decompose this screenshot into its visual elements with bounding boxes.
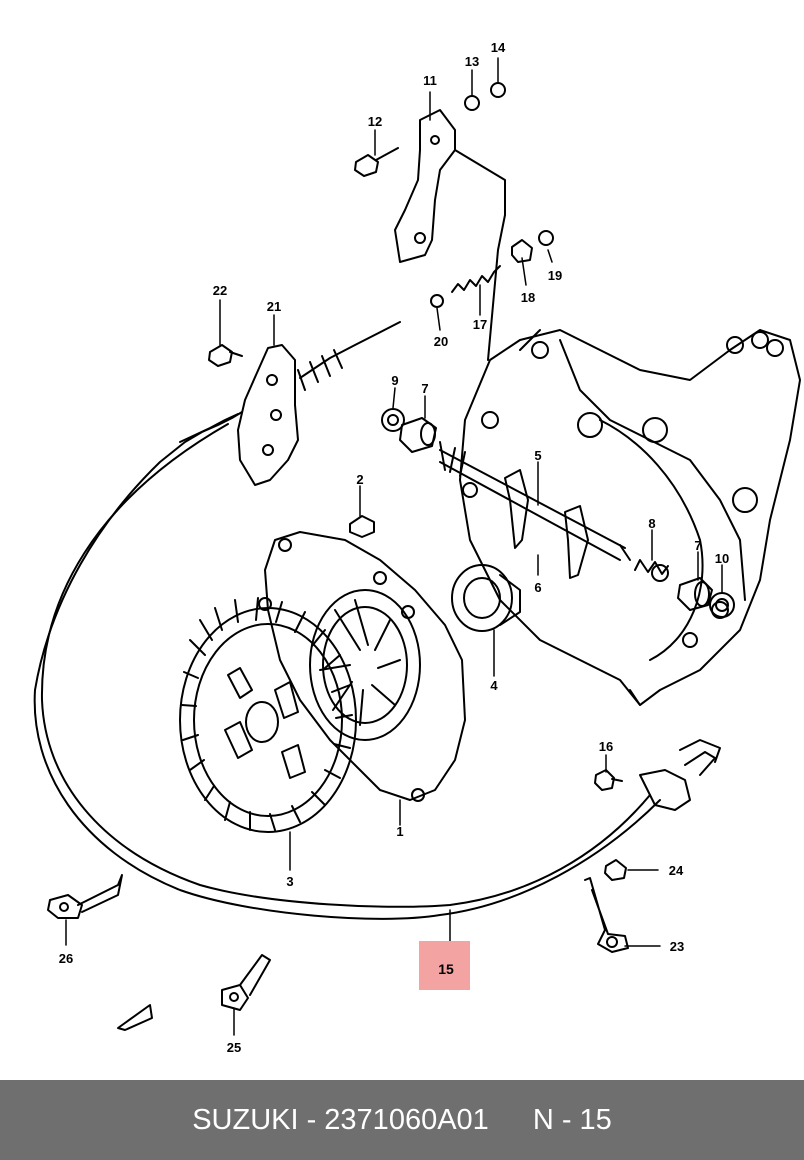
callout-23: 23 [670, 939, 684, 954]
pressure-plate [258, 531, 466, 802]
callout-14: 14 [491, 40, 506, 55]
bolt-16 [594, 769, 623, 791]
callout-7-lower: 7 [694, 538, 701, 553]
callout-3: 3 [286, 874, 293, 889]
callout-13: 13 [465, 54, 479, 69]
bushing-18 [511, 239, 533, 263]
callout-7-upper: 7 [421, 381, 428, 396]
reference-text: N - 15 [532, 1103, 612, 1136]
callout-10: 10 [715, 551, 729, 566]
bolt-24 [604, 859, 627, 881]
bushing-7-lower [677, 577, 713, 611]
spring-8 [634, 559, 669, 582]
nut-14 [490, 82, 506, 98]
bracket-21 [237, 344, 299, 486]
spring-17 [451, 265, 501, 293]
callout-19: 19 [548, 268, 562, 283]
bolt-2 [349, 515, 375, 538]
clip-25 [221, 954, 271, 1011]
callout-5: 5 [534, 448, 541, 463]
nut-19 [538, 230, 554, 246]
bolt-22 [208, 344, 243, 367]
bolt-12 [354, 147, 399, 177]
release-bearing [451, 564, 521, 632]
callout-4: 4 [490, 678, 498, 693]
callout-21: 21 [267, 299, 281, 314]
clutch-disc [179, 597, 357, 833]
bracket-11 [394, 109, 506, 361]
nut-13 [464, 95, 480, 111]
callout-2: 2 [356, 472, 363, 487]
callout-15: 15 [438, 961, 454, 977]
leader-lines [65, 57, 723, 1036]
callout-24: 24 [669, 863, 684, 878]
callout-6: 6 [534, 580, 541, 595]
part-number-text: SUZUKI - 2371060A01 [192, 1103, 489, 1136]
highlight-box [419, 941, 470, 990]
footer-bar: SUZUKI - 2371060A01 N - 15 [0, 1080, 804, 1160]
clutch-cable [33, 321, 721, 920]
callout-17: 17 [473, 317, 487, 332]
clip-23 [584, 877, 629, 953]
callout-22: 22 [213, 283, 227, 298]
callout-18: 18 [521, 290, 535, 305]
callout-11: 11 [423, 73, 437, 88]
callout-16: 16 [599, 739, 613, 754]
callout-labels: 1 2 3 4 5 6 7 7 8 9 10 11 12 13 14 15 16… [59, 40, 729, 1055]
callout-9: 9 [391, 373, 398, 388]
callout-26: 26 [59, 951, 73, 966]
bushing-9 [381, 408, 405, 432]
washer-20 [430, 294, 444, 308]
front-arrow-icon [117, 1004, 153, 1031]
bushing-7-upper [399, 417, 437, 453]
exploded-parts-diagram: 1 2 3 4 5 6 7 7 8 9 10 11 12 13 14 15 16… [33, 40, 801, 1055]
seal-10 [709, 592, 735, 618]
callout-25: 25 [227, 1040, 241, 1055]
release-fork-shaft [439, 441, 631, 579]
clip-26 [47, 874, 123, 919]
callout-12: 12 [368, 114, 382, 129]
callout-1: 1 [396, 824, 403, 839]
callout-8: 8 [648, 516, 655, 531]
callout-20: 20 [434, 334, 448, 349]
